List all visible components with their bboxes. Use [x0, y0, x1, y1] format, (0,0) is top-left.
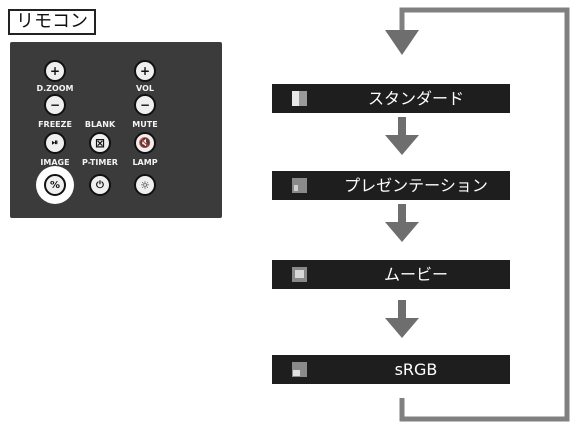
- timer-icon: ⏻: [96, 179, 104, 191]
- ptimer-label: P-TIMER: [82, 158, 118, 167]
- mute-icon: 🔇: [138, 137, 152, 149]
- vol-label: VOL: [136, 84, 154, 93]
- down-arrow: [385, 204, 419, 242]
- image-label: IMAGE: [40, 158, 70, 167]
- lamp-button[interactable]: ☼: [134, 174, 156, 196]
- mode-label: プレゼンテーション: [344, 176, 488, 195]
- mode-srgb-bar[interactable]: sRGB: [272, 355, 510, 384]
- remote-control-image: + + D.ZOOM VOL − − FREEZE BLANK MUTE ⏯ ⊠…: [10, 42, 222, 218]
- mode-movie-bar[interactable]: ムービー: [272, 260, 510, 289]
- mute-button[interactable]: 🔇: [134, 132, 156, 154]
- dzoom-in-button[interactable]: +: [44, 60, 66, 82]
- volume-up-button[interactable]: +: [134, 60, 156, 82]
- blank-label: BLANK: [84, 120, 116, 129]
- dzoom-out-button[interactable]: −: [44, 94, 66, 116]
- remote-control-label: リモコン: [8, 9, 96, 35]
- image-icon: %: [49, 179, 61, 191]
- mode-label: スタンダード: [367, 89, 464, 108]
- down-arrow: [385, 300, 419, 338]
- lamp-label: LAMP: [132, 158, 158, 167]
- image-button[interactable]: %: [44, 174, 66, 196]
- mode-presentation-bar[interactable]: プレゼンテーション: [272, 171, 510, 200]
- freeze-icon: ⏯: [51, 138, 59, 147]
- blank-icon: ⊠: [94, 136, 106, 150]
- freeze-button[interactable]: ⏯: [44, 132, 66, 154]
- freeze-label: FREEZE: [38, 120, 72, 129]
- mode-label: sRGB: [394, 360, 438, 379]
- ptimer-button[interactable]: ⏻: [89, 174, 111, 196]
- volume-down-button[interactable]: −: [134, 94, 156, 116]
- down-arrow: [385, 117, 419, 155]
- mode-label: ムービー: [383, 265, 448, 284]
- lamp-icon: ☼: [140, 178, 150, 192]
- movie-mode-icon: [292, 267, 307, 282]
- srgb-mode-icon: [292, 362, 307, 377]
- mode-standard-bar[interactable]: スタンダード: [272, 84, 510, 113]
- presentation-mode-icon: [292, 178, 307, 193]
- mute-label: MUTE: [132, 120, 158, 129]
- dzoom-label: D.ZOOM: [36, 84, 74, 93]
- blank-button[interactable]: ⊠: [89, 132, 111, 154]
- standard-mode-icon: [292, 91, 307, 106]
